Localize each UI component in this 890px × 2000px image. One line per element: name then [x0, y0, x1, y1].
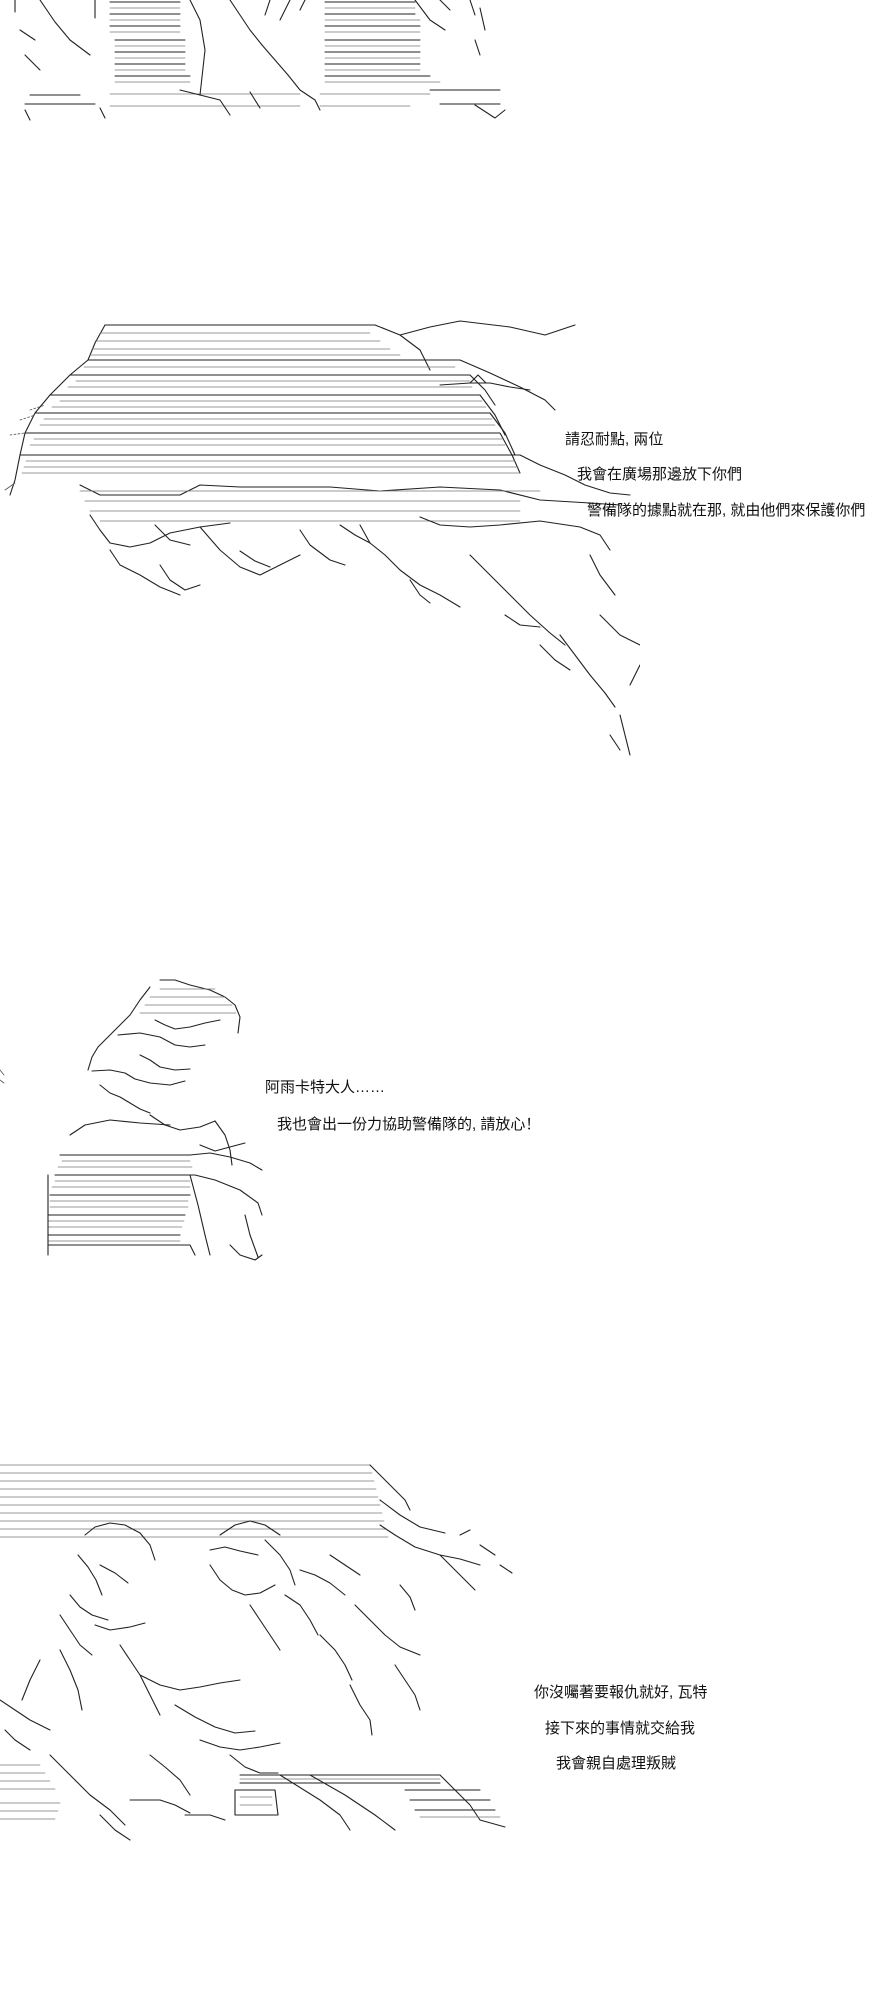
panel-3-dialogue-line-2: 我也會出一份力協助警備隊的, 請放心！	[277, 1116, 541, 1133]
panel-4-dialogue-line-3: 我會親自處理叛賊	[556, 1755, 677, 1772]
panel-2-ascii-art	[4, 320, 640, 756]
panel-1-ascii-art	[14, 0, 506, 121]
panel-4-dialogue-line-1: 你沒囑著要報仇就好, 瓦特	[534, 1684, 708, 1701]
panel-1-buildings-drawing	[14, 0, 506, 121]
panel-4-dialogue-line-2: 接下來的事情就交給我	[545, 1720, 696, 1737]
panel-2-creature-drawing	[4, 320, 640, 756]
panel-2-dialogue-line-3: 警備隊的據點就在那, 就由他們來保護你們	[587, 502, 866, 519]
panel-2-dialogue-line-2: 我會在廣場那邊放下你們	[577, 466, 743, 483]
panel-3-dialogue-line-1: 阿雨卡特大人……	[265, 1079, 386, 1096]
panel-4-characters-drawing	[0, 1464, 513, 1841]
panel-3-ascii-art	[0, 979, 263, 1261]
panel-4-ascii-art	[0, 1464, 513, 1841]
panel-2-dialogue-line-1: 請忍耐點, 兩位	[565, 431, 664, 448]
panel-3-character-drawing	[0, 979, 263, 1261]
